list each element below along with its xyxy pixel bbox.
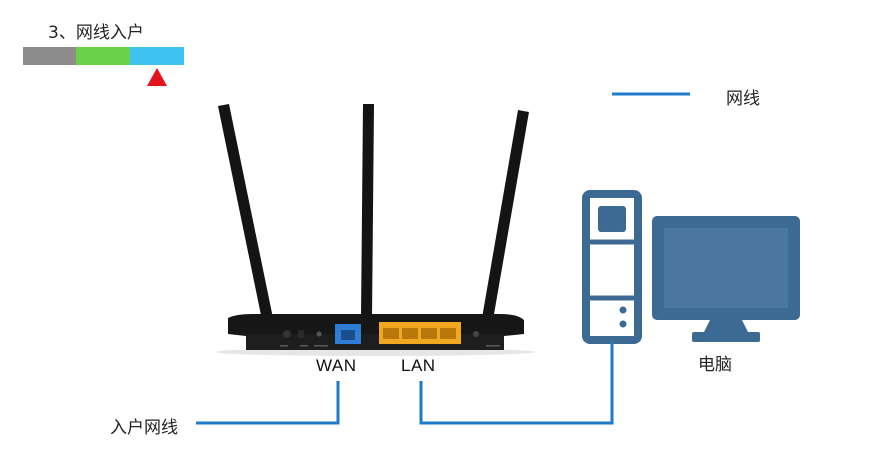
pc-tower-icon	[582, 190, 642, 344]
lan-cable	[419, 342, 614, 425]
step-title: 3、网线入户	[48, 23, 144, 43]
computer-illustration	[582, 190, 800, 344]
antenna-right-icon	[482, 110, 529, 320]
antenna-center-icon	[361, 104, 374, 318]
wan-cable	[196, 381, 340, 425]
lan-label: LAN	[401, 356, 436, 375]
legend-label: 网线	[726, 89, 760, 109]
progress-bar	[23, 47, 184, 86]
progress-marker-icon	[147, 68, 167, 86]
progress-segment-3	[130, 47, 184, 65]
antenna-left-icon	[218, 104, 273, 320]
wan-label: WAN	[316, 356, 357, 375]
computer-label: 电脑	[698, 355, 732, 375]
progress-segment-1	[23, 47, 76, 65]
router-illustration	[215, 104, 535, 356]
progress-segment-2	[76, 47, 130, 65]
incoming-cable-label: 入户网线	[110, 418, 178, 438]
